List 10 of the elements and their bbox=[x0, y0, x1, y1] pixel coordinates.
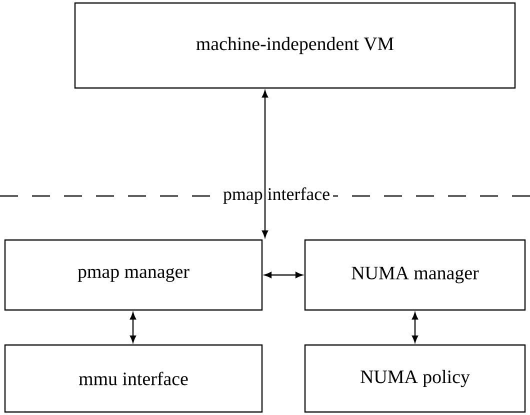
arrow bbox=[262, 90, 268, 238]
arrow bbox=[412, 312, 418, 343]
process-box: machine-independent VM bbox=[74, 2, 516, 89]
process-box: NUMA manager bbox=[304, 239, 526, 311]
arrow bbox=[130, 312, 136, 343]
process-box: NUMA policy bbox=[304, 344, 526, 413]
arrow bbox=[264, 272, 303, 278]
process-box: mmu interface bbox=[4, 344, 263, 413]
process-box: pmap manager bbox=[4, 239, 263, 311]
interface-label: pmap interface bbox=[223, 187, 330, 204]
